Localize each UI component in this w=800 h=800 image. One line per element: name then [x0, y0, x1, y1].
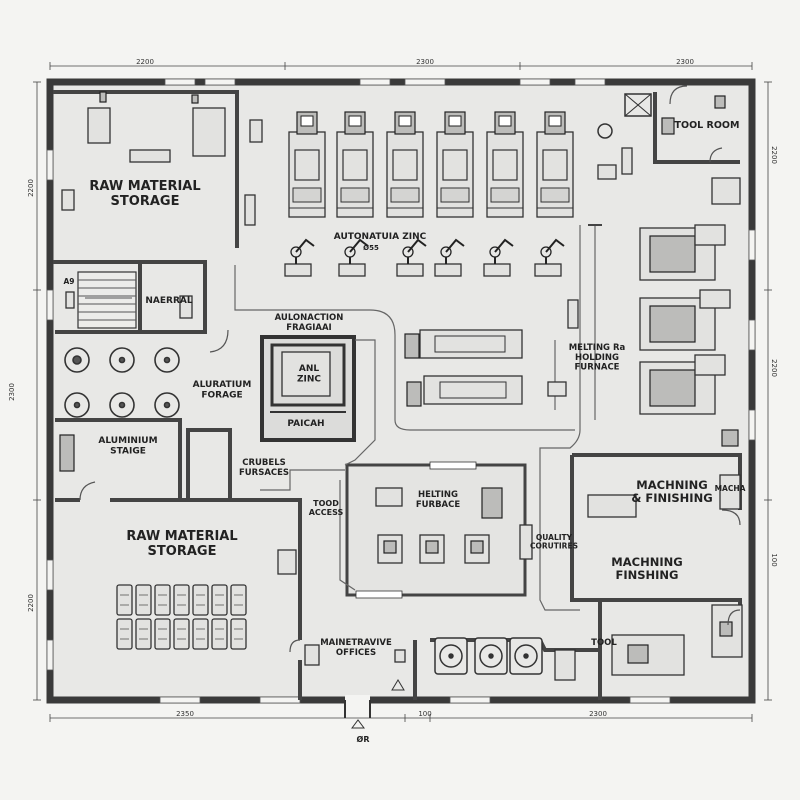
storage-pallet — [173, 618, 190, 650]
dim-top-2: 2300 — [416, 58, 434, 66]
dim-right-3: 100 — [770, 553, 778, 566]
label-paicah: PAICAH — [287, 419, 324, 429]
storage-pallet — [154, 618, 171, 650]
storage-pallet — [230, 618, 247, 650]
dim-left-2: 2300 — [8, 383, 16, 401]
storage-pallet — [135, 618, 152, 650]
storage-pallet — [154, 584, 171, 616]
storage-pallets — [116, 584, 247, 650]
robot-arm — [534, 238, 565, 277]
dimension-lines — [33, 62, 772, 722]
robot-arms — [284, 238, 565, 277]
storage-pallet — [192, 618, 209, 650]
right-machines — [639, 224, 739, 447]
storage-pallet — [116, 584, 133, 616]
door-swings — [79, 147, 741, 653]
label-tool: TOOL — [591, 638, 617, 648]
label-tool-room: TOOL ROOM — [675, 120, 740, 131]
storage-pallet — [192, 584, 209, 616]
automation-machines — [288, 111, 574, 218]
storage-pallet — [230, 584, 247, 616]
automation-machine — [486, 111, 524, 218]
robot-arm — [338, 238, 369, 277]
dim-left-3: 2200 — [27, 594, 35, 612]
label-entrance: ØR — [357, 734, 370, 744]
automation-machine — [386, 111, 424, 218]
dim-bottom-3: 2300 — [589, 710, 607, 718]
dim-bottom-2: 100 — [418, 710, 431, 718]
holding-conveyors — [404, 299, 579, 407]
melting-furnace-room — [345, 461, 533, 599]
storage-pallet — [135, 584, 152, 616]
storage-pallet — [173, 584, 190, 616]
stage-rack — [59, 434, 75, 472]
label-stair: A9 — [63, 277, 74, 286]
label-machining-finishing-top: MACHNING& FINISHING — [631, 478, 712, 505]
aluminium-rounds — [64, 347, 180, 418]
robot-arm — [396, 238, 427, 277]
automation-machine — [336, 111, 374, 218]
automation-machine — [536, 111, 574, 218]
robot-arm — [434, 238, 465, 277]
label-machining-side: MACHA — [715, 484, 746, 493]
machining-fixtures — [554, 474, 743, 681]
storage-chair — [277, 549, 297, 575]
storage-pallet — [211, 618, 228, 650]
raw-material-storage-top — [61, 91, 263, 226]
central-core — [260, 335, 356, 442]
storage-pallet — [211, 584, 228, 616]
maintenance-fixtures — [304, 637, 543, 691]
label-automation-zinc: AUTONATUIA ZINC — [334, 232, 427, 242]
automation-machine — [436, 111, 474, 218]
dim-top-3: 2300 — [676, 58, 694, 66]
automation-machine — [288, 111, 326, 218]
storage-pallet — [116, 618, 133, 650]
label-material: NAERRAL — [145, 296, 192, 306]
tool-room-fixtures — [597, 85, 741, 205]
conveyor-paths — [234, 224, 602, 611]
dim-top-1: 2200 — [136, 58, 154, 66]
robot-arm — [284, 238, 315, 277]
robot-arm — [483, 238, 514, 277]
label-automation-zinc-sub: Ø55 — [363, 244, 379, 252]
stair-block — [65, 271, 137, 329]
dim-right-2: 2200 — [770, 359, 778, 377]
material-cabinet — [179, 295, 193, 319]
dim-bottom-1: 2350 — [176, 710, 194, 718]
dim-right-1: 2200 — [770, 146, 778, 164]
dim-left-1: 2200 — [27, 179, 35, 197]
